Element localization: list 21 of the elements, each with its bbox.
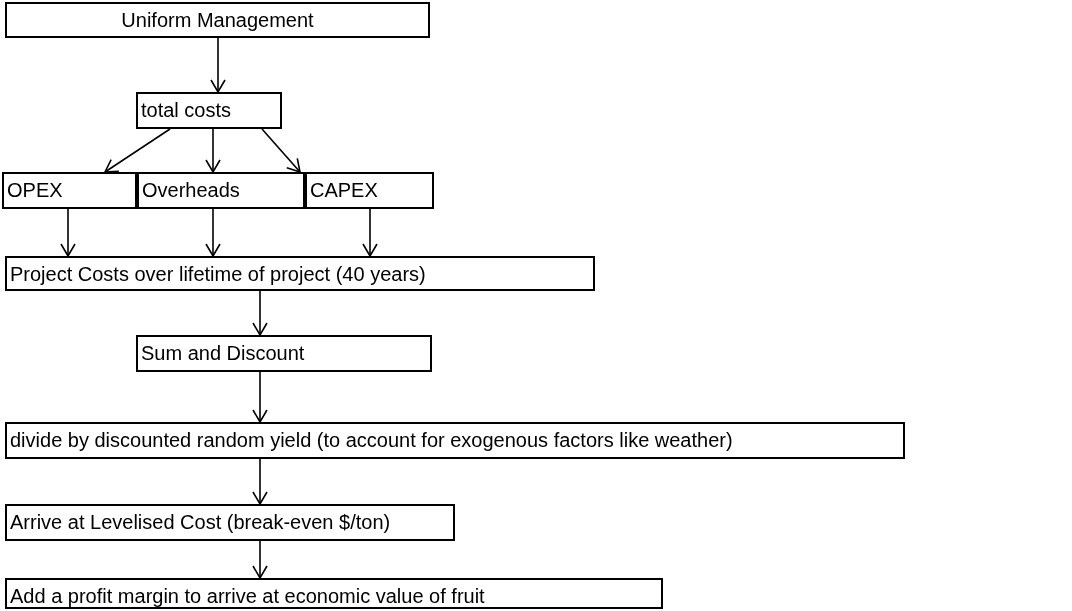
process-box: Add a profit margin to arrive at economic value of fruit: [5, 578, 663, 609]
arrow: [205, 128, 221, 173]
process-box: Project Costs over lifetime of project (40 years): [5, 256, 595, 291]
process-box: CAPEX: [305, 172, 434, 209]
process-box: total costs: [136, 92, 282, 129]
process-box: OPEX: [2, 172, 137, 209]
process-box: divide by discounted random yield (to account for exogenous factors like weather): [5, 422, 905, 459]
arrow: [252, 371, 268, 423]
arrow: [210, 37, 226, 93]
process-box: Overheads: [137, 172, 305, 209]
arrow: [252, 540, 268, 579]
arrow: [60, 208, 76, 257]
arrow: [362, 208, 378, 257]
arrow: [205, 208, 221, 257]
arrow: [261, 128, 301, 173]
arrow: [104, 128, 171, 173]
process-box: Arrive at Levelised Cost (break-even $/ton): [5, 504, 455, 541]
arrow: [252, 290, 268, 336]
process-box: Sum and Discount: [136, 335, 432, 372]
arrow: [252, 458, 268, 505]
process-box: Uniform Management: [5, 2, 430, 38]
